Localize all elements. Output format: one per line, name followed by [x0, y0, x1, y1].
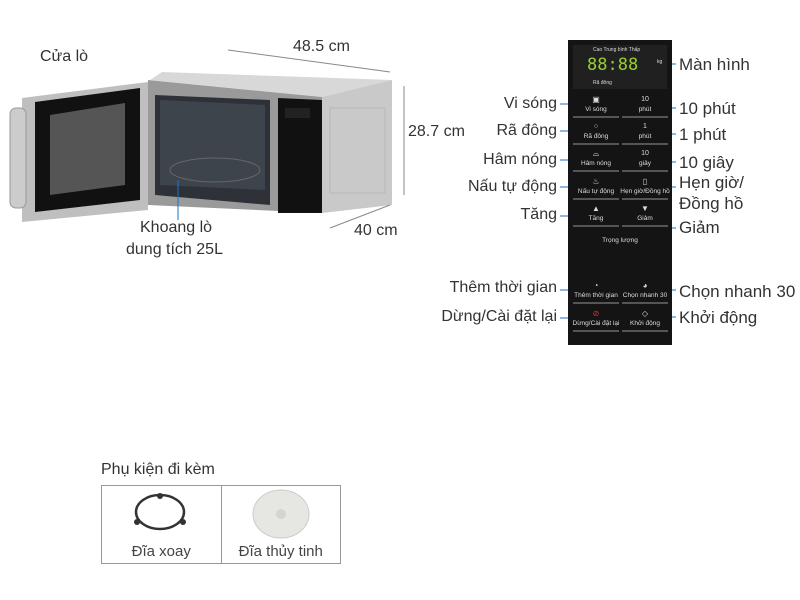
panel-button[interactable]: ⌓Hâm nóng — [571, 150, 621, 176]
display-screen: Cao Trung bình Thấp 88:88 kg Rã đông — [573, 45, 667, 89]
door-label: Cửa lò — [40, 48, 89, 65]
accessories-title: Phụ kiện đi kèm — [101, 461, 215, 478]
panel-button[interactable]: ▲Tăng — [571, 205, 621, 231]
cavity-label-2: dung tích 25L — [126, 241, 223, 258]
accessory-turntable-ring: Đĩa xoay — [102, 486, 222, 563]
button-icon: ⁘ — [592, 122, 600, 131]
button-icon: ◕ — [642, 281, 648, 290]
callout-right: 10 giây — [679, 153, 734, 172]
button-icon: ⌓ — [592, 149, 600, 158]
callout-left: Hâm nóng — [483, 151, 557, 168]
panel-button[interactable]: ⁘Rã đông — [571, 123, 621, 149]
display-power-levels: Cao Trung bình Thấp — [593, 47, 641, 53]
callout-right: Màn hình — [679, 55, 750, 74]
button-icon: ▲ — [592, 204, 600, 213]
callout-right: Đồng hồ — [679, 194, 744, 213]
width-dimension: 48.5 cm — [293, 38, 350, 55]
button-icon: ▼ — [641, 204, 649, 213]
callout-right: Chọn nhanh 30 — [679, 282, 796, 301]
panel-button[interactable]: ◇Khởi động — [620, 310, 670, 336]
panel-button[interactable]: ◕Chọn nhanh 30 — [620, 282, 670, 308]
callout-left: Tăng — [520, 206, 557, 223]
accessories-table: Đĩa xoay Đĩa thủy tinh — [101, 485, 341, 564]
panel-button[interactable]: ▼Giảm — [620, 205, 670, 231]
button-icon: ♨ — [592, 177, 600, 186]
panel-button[interactable]: ♨Nấu tự động — [571, 178, 621, 204]
callout-left: Nấu tự động — [468, 178, 557, 195]
button-icon: ▣ — [592, 95, 600, 104]
cavity-label-1: Khoang lò — [140, 219, 213, 236]
button-icon: ◇ — [641, 309, 649, 318]
callout-left: Rã đông — [496, 122, 558, 139]
accessory-glass-plate: Đĩa thủy tinh — [222, 486, 341, 563]
button-icon: ⊘ — [592, 309, 600, 318]
glass-plate-icon — [252, 489, 309, 539]
display-defrost: Rã đông — [593, 80, 612, 86]
panel-button[interactable]: ▯Hẹn giờ/Đồng hồ — [620, 178, 670, 204]
ring-icon — [134, 493, 186, 531]
callout-right: 1 phút — [679, 125, 727, 144]
display-units: kg — [657, 59, 663, 65]
button-icon: ◔ — [593, 281, 599, 290]
panel-button[interactable]: ◔Thêm thời gian — [571, 282, 621, 308]
height-dimension: 28.7 cm — [408, 123, 465, 140]
weight-label: Trọng lượng — [602, 237, 638, 244]
callout-right: 10 phút — [679, 99, 736, 118]
panel-button[interactable]: ▣Vi sóng — [571, 96, 621, 122]
callout-left: Vi sóng — [503, 95, 557, 112]
callout-right: Hẹn giờ/ — [679, 173, 745, 192]
callout-left: Thêm thời gian — [449, 279, 557, 296]
button-icon: ▯ — [642, 177, 648, 186]
callout-right: Khởi động — [679, 308, 758, 327]
callout-right: Giảm — [679, 218, 720, 237]
control-panel: Cao Trung bình Thấp 88:88 kg Rã đông ▣Vi… — [568, 40, 672, 345]
callout-left: Dừng/Cài đặt lại — [441, 308, 557, 325]
depth-dimension: 40 cm — [354, 222, 398, 239]
panel-button[interactable]: ⊘Dừng/Cài đặt lại — [571, 310, 621, 336]
display-digits: 88:88 — [587, 55, 639, 75]
